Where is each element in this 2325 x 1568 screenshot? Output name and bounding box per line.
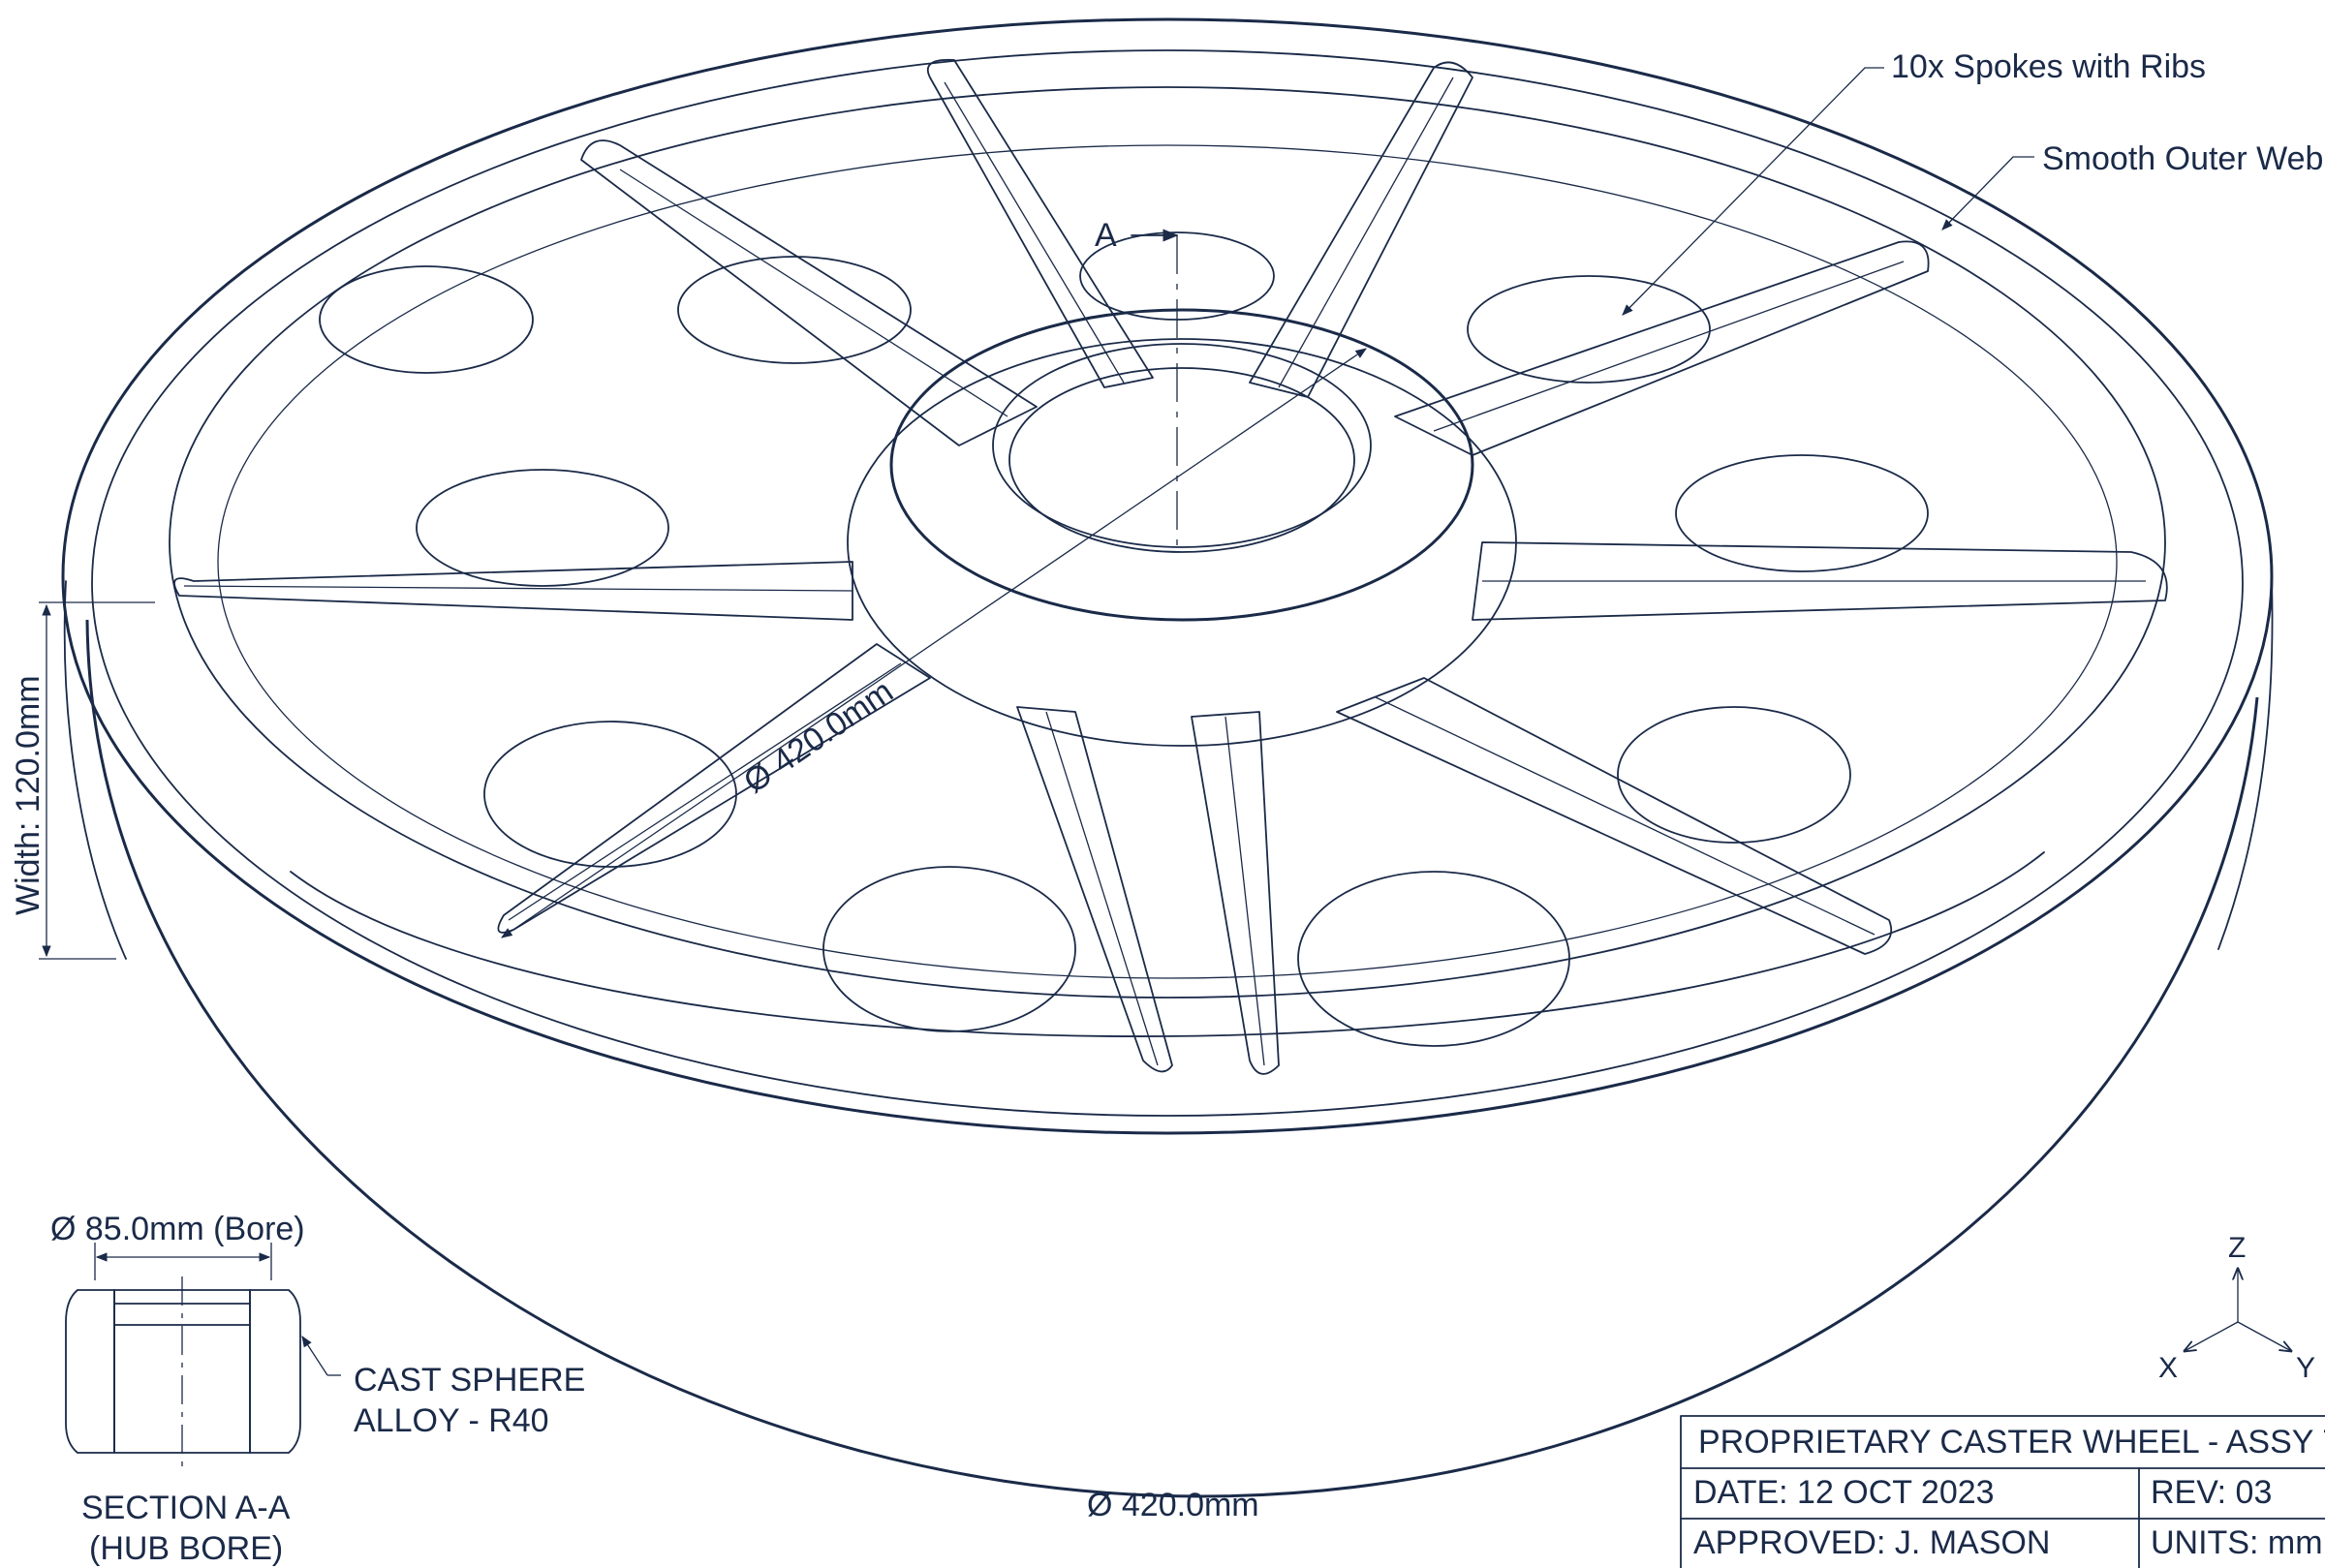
pocket: [677, 256, 912, 364]
spoke: [1336, 677, 1893, 955]
title-block-rev: REV: 03: [2151, 1474, 2272, 1511]
title-block: PROPRIETARY CASTER WHEEL - ASSY 714-B DA…: [1680, 1415, 2325, 1568]
spoke: [1472, 541, 2168, 621]
axis-y-label: Y: [2296, 1352, 2315, 1384]
outer-rim-top: [61, 17, 2274, 1135]
spoke: [926, 58, 1154, 388]
axis-triad: Z X Y: [2158, 1232, 2315, 1384]
web-floor: [217, 144, 2118, 979]
spoke: [173, 561, 853, 621]
spoke: [580, 139, 1038, 446]
outer-rim-bottom: [85, 619, 2259, 1498]
web-recess: [169, 86, 2166, 999]
diameter-face-dimension: Ø 420.0mm: [501, 348, 1367, 938]
pocket: [1467, 275, 1711, 384]
callout-spokes-label: 10x Spokes with Ribs: [1891, 48, 2206, 85]
callout-spokes: 10x Spokes with Ribs: [1622, 48, 2206, 316]
pockets: [319, 231, 1929, 1047]
title-block-approved: APPROVED: J. MASON: [1693, 1524, 2050, 1561]
pocket: [416, 469, 669, 587]
pocket: [1297, 871, 1570, 1047]
pocket: [822, 866, 1076, 1032]
pocket: [1675, 454, 1929, 572]
spoke: [1016, 706, 1173, 1073]
axis-z-label: Z: [2228, 1232, 2246, 1264]
section-marker-a: A: [1095, 217, 1179, 547]
spoke: [1191, 711, 1280, 1075]
pocket: [319, 265, 534, 374]
diameter-face-label: Ø 420.0mm: [737, 673, 900, 801]
spoke: [1394, 240, 1930, 456]
bore-dimension-label: Ø 85.0mm (Bore): [50, 1211, 305, 1247]
title-block-units: UNITS: mm: [2151, 1524, 2323, 1561]
hub-flange: [847, 338, 1517, 747]
title-block-title: PROPRIETARY CASTER WHEEL - ASSY 714-B: [1698, 1424, 2325, 1460]
axis-x-label: X: [2158, 1352, 2178, 1384]
spoke: [1249, 61, 1473, 398]
wheel-body: [61, 17, 2274, 1498]
callout-web-label: Smooth Outer Web: [2042, 140, 2323, 177]
section-wall-right: [249, 1289, 301, 1454]
diameter-bottom-label: Ø 420.0mm: [1087, 1487, 1259, 1523]
section-a-a-view: Ø 85.0mm (Bore) CAST SPHERE ALLOY - R40 …: [50, 1211, 585, 1567]
section-wall-left: [65, 1289, 115, 1454]
title-block-date: DATE: 12 OCT 2023: [1693, 1474, 1995, 1511]
outer-rim-inner-edge: [91, 49, 2244, 1117]
tyre-right-edge: [2217, 580, 2274, 950]
material-line1: CAST SPHERE: [354, 1362, 585, 1399]
width-label: Width: 120.0mm: [10, 675, 46, 915]
section-marker-label: A: [1095, 217, 1117, 254]
material-line2: ALLOY - R40: [354, 1402, 549, 1439]
spokes: [173, 58, 2168, 1075]
width-dimension: Width: 120.0mm: [10, 601, 155, 960]
callout-web: Smooth Outer Web: [1941, 140, 2323, 231]
pocket: [1617, 706, 1851, 844]
hub-top: [889, 308, 1474, 622]
section-title-line2: (HUB BORE): [89, 1530, 283, 1567]
section-title-line1: SECTION A-A: [81, 1490, 291, 1526]
tyre-left-edge: [63, 580, 127, 960]
pocket: [483, 721, 737, 868]
hub-bore-outer: [992, 343, 1372, 548]
